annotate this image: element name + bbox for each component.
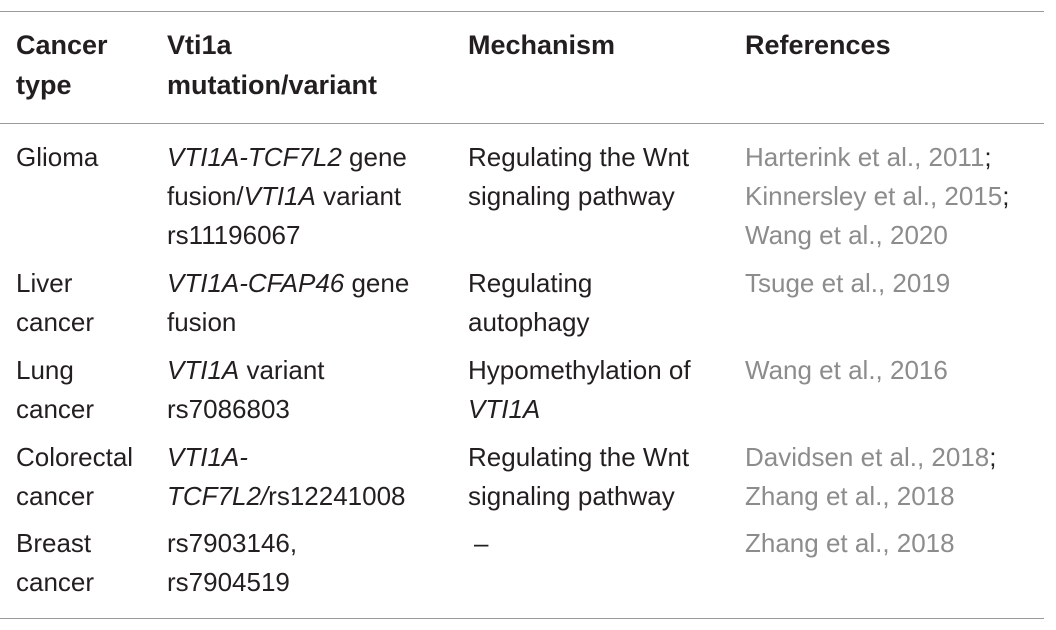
row-liver-references: Tsuge et al., 2019 bbox=[745, 264, 1045, 303]
header-mutation-variant: Vti1a mutation/variant bbox=[167, 30, 378, 100]
row-lung-references: Wang et al., 2016 bbox=[745, 351, 1045, 390]
reference-link[interactable]: Harterink et al., 2011 bbox=[745, 142, 985, 172]
row-lung-mutation: VTI1A variant rs7086803 bbox=[167, 355, 325, 424]
row-glioma-cancer: Glioma bbox=[16, 142, 99, 172]
table-bottom-rule bbox=[0, 618, 1044, 619]
reference-link[interactable]: Zhang et al., 2018 bbox=[745, 481, 955, 511]
reference-link[interactable]: Wang et al., 2020 bbox=[745, 220, 948, 250]
table-top-rule bbox=[0, 11, 1044, 12]
row-liver-mechanism: Regulating autophagy bbox=[468, 268, 593, 337]
row-colorectal-cancer: Colorectal cancer bbox=[16, 442, 134, 511]
header-cancer-type: Cancer type bbox=[16, 30, 108, 100]
reference-link[interactable]: Wang et al., 2016 bbox=[745, 355, 948, 385]
row-glioma-references: Harterink et al., 2011; Kinnersley et al… bbox=[745, 142, 1010, 250]
row-glioma-mutation: VTI1A-TCF7L2 gene fusion/VTI1A variant r… bbox=[167, 142, 407, 250]
header-references: References bbox=[745, 30, 891, 60]
row-colorectal-mutation: VTI1A- TCF7L2/rs12241008 bbox=[167, 442, 406, 511]
row-glioma-mechanism: Regulating the Wnt signaling pathway bbox=[468, 142, 690, 211]
reference-link[interactable]: Davidsen et al., 2018 bbox=[745, 442, 990, 472]
reference-link[interactable]: Zhang et al., 2018 bbox=[745, 528, 955, 558]
row-breast-mechanism: – bbox=[474, 528, 489, 558]
row-breast-references: Zhang et al., 2018 bbox=[745, 524, 1045, 563]
row-breast-mutation: rs7903146, rs7904519 bbox=[167, 528, 298, 597]
row-colorectal-references: Davidsen et al., 2018; Zhang et al., 201… bbox=[745, 442, 997, 511]
row-colorectal-mechanism: Regulating the Wnt signaling pathway bbox=[468, 442, 690, 511]
reference-link[interactable]: Tsuge et al., 2019 bbox=[745, 268, 951, 298]
row-liver-mutation: VTI1A-CFAP46 gene fusion bbox=[167, 268, 410, 337]
row-lung-cancer: Lung cancer bbox=[16, 355, 95, 424]
row-lung-mechanism: Hypomethylation of VTI1A bbox=[468, 355, 691, 424]
reference-link[interactable]: Kinnersley et al., 2015 bbox=[745, 181, 1003, 211]
row-liver-cancer: Liver cancer bbox=[16, 268, 95, 337]
header-mechanism: Mechanism bbox=[468, 30, 616, 60]
header-rule bbox=[0, 123, 1044, 124]
row-breast-cancer: Breast cancer bbox=[16, 528, 95, 597]
